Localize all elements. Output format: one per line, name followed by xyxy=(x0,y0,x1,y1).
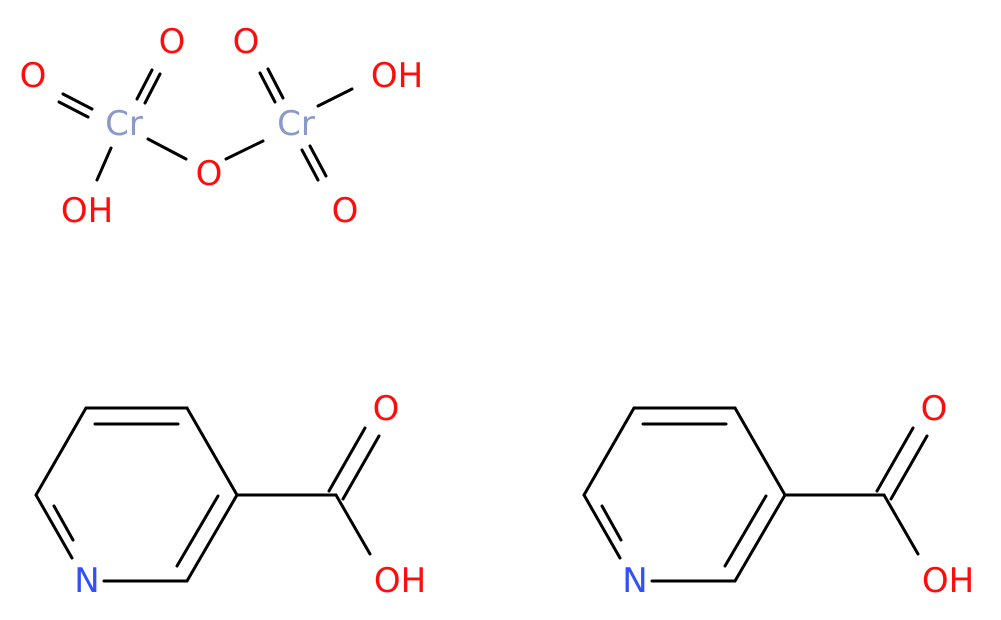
atom-o-right-bottom: O xyxy=(332,191,359,231)
dichromic-acid: Cr Cr O O O OH O OH O xyxy=(20,22,424,231)
bond-crl-oh xyxy=(95,146,113,182)
bond-crr-oh xyxy=(316,87,354,108)
ring-bond-c4-c5-inner xyxy=(175,494,220,568)
bond-crl-o-top-1 xyxy=(135,68,154,101)
bond-carbonyl-2 xyxy=(889,434,929,501)
bond-carbonyl-2 xyxy=(341,434,381,501)
atom-o-right-top: O xyxy=(233,22,260,62)
nicotinic-acid-right: N O OH xyxy=(582,389,974,601)
bond-carbonyl-1 xyxy=(327,426,367,493)
atom-n: N xyxy=(622,561,647,601)
nicotinic-acid-left: N O OH xyxy=(34,389,426,601)
atom-o-carbonyl: O xyxy=(921,389,948,429)
ring-bond-c4-c5 xyxy=(185,493,239,583)
bond-crl-o-outer-2 xyxy=(57,100,90,119)
bond-obridge-crr xyxy=(224,139,265,161)
bond-crl-o-outer-1 xyxy=(61,92,94,111)
ring-bond-n-c6 xyxy=(582,493,622,560)
atom-oh-right: OH xyxy=(371,56,423,96)
ring-bond-c3-c4 xyxy=(733,406,787,497)
bond-crr-o-bottom-1 xyxy=(300,148,320,182)
atom-o-bridge: O xyxy=(196,154,223,194)
ring-bond-c3-c4 xyxy=(185,406,239,497)
ring-bond-n-c6-inner xyxy=(52,504,75,542)
atom-oh: OH xyxy=(922,561,974,601)
atom-cr-left: Cr xyxy=(105,104,143,144)
ring-bond-n-c6 xyxy=(34,493,74,560)
atom-oh: OH xyxy=(374,561,426,601)
ring-bond-c4-c5 xyxy=(733,493,787,583)
bond-crr-o-top-1 xyxy=(258,71,277,104)
ring-bond-c6-c2 xyxy=(34,406,88,497)
bond-crr-o-bottom-2 xyxy=(308,144,328,178)
atom-n: N xyxy=(74,561,99,601)
bond-crr-o-top-2 xyxy=(266,67,285,100)
bond-carbonyl-1 xyxy=(875,426,915,493)
bond-crl-o-top-2 xyxy=(143,72,162,105)
atom-oh-left: OH xyxy=(61,191,113,231)
bond-crl-obridge xyxy=(146,137,188,161)
ring-bond-c4-c5-inner xyxy=(723,494,768,568)
bond-c-oh xyxy=(334,493,372,556)
atom-o-left-top: O xyxy=(159,22,186,62)
bond-c-oh xyxy=(882,493,920,556)
atom-cr-right: Cr xyxy=(277,104,315,144)
atom-o-left-outer: O xyxy=(20,56,47,96)
ring-bond-c6-c2 xyxy=(582,406,636,497)
atom-o-carbonyl: O xyxy=(373,389,400,429)
ring-bond-n-c6-inner xyxy=(600,504,623,542)
